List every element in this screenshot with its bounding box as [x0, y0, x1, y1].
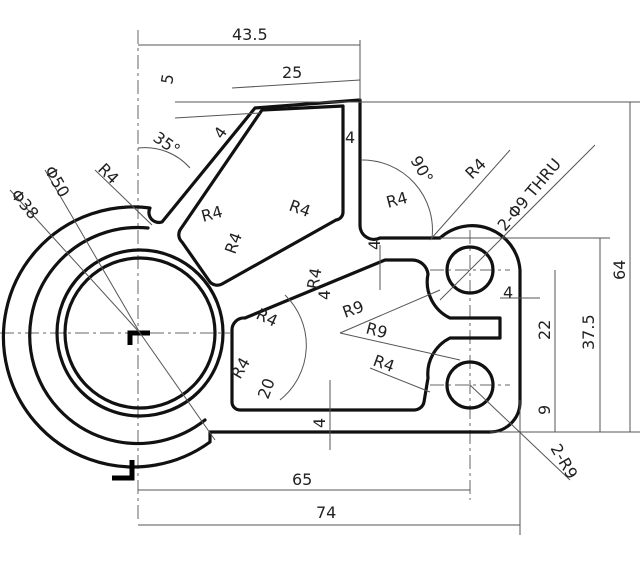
dim-9: 9 — [535, 405, 554, 415]
dimension-lines — [9, 40, 640, 535]
center-lines — [0, 30, 510, 520]
dim-rib-4: 4 — [345, 128, 355, 147]
dim-r4-lower: R4 — [371, 351, 398, 376]
dim-74: 74 — [316, 503, 336, 522]
dim-r4-lug: R4 — [461, 154, 489, 182]
dim-20: 20 — [254, 376, 279, 402]
dim-phi50: Φ50 — [41, 163, 74, 201]
dim-r4-e: R4 — [303, 266, 325, 290]
hole-lower — [445, 360, 495, 410]
dim-r4-c: R4 — [287, 196, 314, 221]
dim-90deg: 90° — [407, 153, 438, 187]
dim-r4-corner: R4 — [384, 188, 409, 212]
dim-r9-lower: R9 — [364, 319, 389, 343]
dim-r4-b: R4 — [221, 230, 246, 257]
dim-5: 5 — [157, 72, 177, 85]
dim-bottom-wall: 4 — [310, 418, 329, 428]
dim-37-5: 37.5 — [579, 314, 598, 350]
dim-phi38: Φ38 — [7, 185, 43, 222]
dim-r4-a: R4 — [199, 202, 224, 226]
dim-rib-thick: 4 — [365, 240, 384, 250]
dim-65: 65 — [292, 470, 312, 489]
dim-43-5: 43.5 — [232, 25, 268, 44]
dim-35deg: 35° — [150, 128, 184, 160]
dim-r4-arm: R4 — [94, 159, 122, 187]
dim-rib-thick2: 4 — [315, 290, 334, 300]
hole-upper — [445, 245, 495, 295]
dim-holes: 2-Φ9 THRU — [494, 155, 565, 235]
dim-r4-d: R4 — [253, 304, 280, 330]
dim-lug-gap: 4 — [503, 283, 513, 302]
dim-25: 25 — [282, 63, 302, 82]
dim-2-r9: 2-R9 — [547, 441, 582, 483]
part-outline — [1, 98, 522, 481]
dim-64: 64 — [610, 260, 629, 280]
dim-r9-upper: R9 — [340, 297, 367, 322]
dim-22: 22 — [535, 320, 554, 340]
